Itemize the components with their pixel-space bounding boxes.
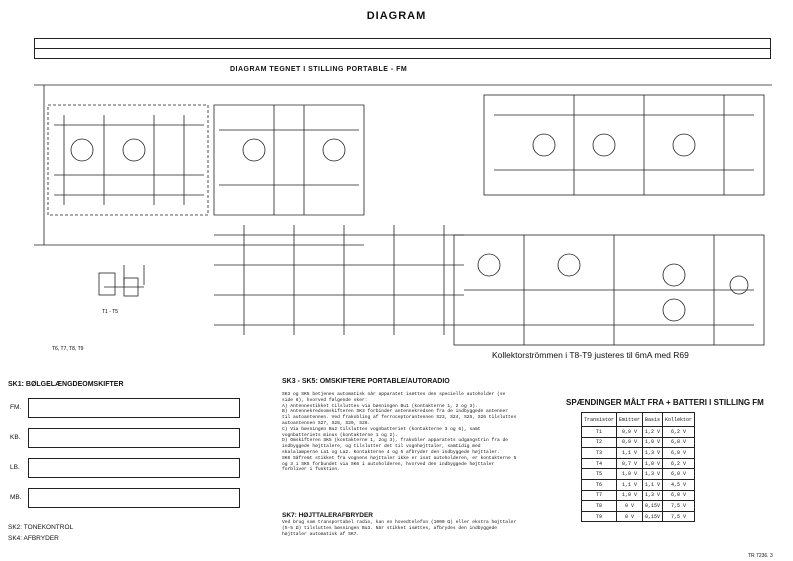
sk1-title: SK1: BØLGELÆNGDEOMSKIFTER xyxy=(8,381,124,388)
cell: 0,15V xyxy=(642,500,664,512)
band-label-kb: KB. xyxy=(10,434,21,441)
cell: 1,0 V xyxy=(642,436,664,449)
cell: 4,5 V xyxy=(662,478,696,491)
cell: T7 xyxy=(580,489,618,502)
schematic-title: DIAGRAM TEGNET I STILLING PORTABLE - FM xyxy=(230,66,408,73)
cell: T5 xyxy=(580,468,618,480)
cell: 6,2 V xyxy=(662,426,696,438)
cell: T9 xyxy=(580,510,618,523)
band-switch-fm xyxy=(28,398,240,418)
cell: T1 xyxy=(580,426,618,438)
cell: T6 xyxy=(580,478,618,491)
band-label-lb: LB. xyxy=(10,464,20,471)
circuit-schematic: T1 - T5 T6, T7, T8, T9 xyxy=(34,84,772,352)
sk7-description: Ved brug som transportabel radio, kan en… xyxy=(282,520,517,537)
band-switch-lb xyxy=(28,458,240,478)
band-label-fm: FM. xyxy=(10,404,22,411)
collector-current-note: Kollektorströmmen i T8-T9 justeres til 6… xyxy=(492,350,689,360)
header-emitter: Emitter xyxy=(616,412,644,427)
cell: T8 xyxy=(580,500,618,512)
cell: 6,2 V xyxy=(662,457,696,470)
sk4-label: SK4: AFBRYDER xyxy=(8,535,59,542)
cell: 0 V xyxy=(616,500,644,512)
sk7-title: SK7: HØJTTALERAFBRYDER xyxy=(282,512,374,519)
transistor-group-label-1: T1 - T5 xyxy=(102,309,118,315)
header-kollektor: Kollektor xyxy=(662,412,696,427)
cell: T3 xyxy=(580,447,618,459)
transistor-group-label-2: T6, T7, T8, T9 xyxy=(52,346,84,352)
cell: 7,5 V xyxy=(662,510,696,523)
cell: 1,1 V xyxy=(616,447,644,459)
component-position-strip xyxy=(34,38,771,59)
cell: 1,3 V xyxy=(642,447,664,459)
cell: 1,3 V xyxy=(642,489,664,502)
cell: 1,3 V xyxy=(642,468,664,480)
transistor-t1 xyxy=(70,138,94,162)
transistor-t2 xyxy=(122,138,146,162)
cell: 0,9 V xyxy=(616,426,644,438)
cell: 6,8 V xyxy=(662,436,696,449)
sk3-description: SK3 og SK5 betjenes automatisk når appar… xyxy=(282,392,517,473)
cell: T2 xyxy=(580,436,618,449)
cell: 0 V xyxy=(616,510,644,523)
strip-divider xyxy=(35,48,770,49)
band-switch-mb xyxy=(28,488,240,508)
header-transistor: Transistor xyxy=(580,412,618,427)
sk2-label: SK2: TONEKONTROL xyxy=(8,524,74,531)
cell: 1,0 V xyxy=(642,457,664,470)
cell: 1,1 V xyxy=(642,478,664,491)
band-switch-kb xyxy=(28,428,240,448)
document-code: TR 7236. 3 xyxy=(748,553,773,559)
cell: 1,1 V xyxy=(616,478,644,491)
table-header-row: Transistor Emitter Basis Kollektor xyxy=(580,412,696,427)
band-label-mb: MB. xyxy=(10,494,22,501)
cell: 7,5 V xyxy=(662,500,696,512)
cell: 0,15V xyxy=(642,510,664,523)
cell: 6,0 V xyxy=(662,468,696,480)
diagram-title: DIAGRAM xyxy=(366,10,427,22)
sk3-title: SK3 - SK5: OMSKIFTERE PORTABLE/AUTORADIO xyxy=(282,378,450,385)
cell: 6,0 V xyxy=(662,489,696,502)
cell: 0,9 V xyxy=(616,436,644,449)
cell: 1,2 V xyxy=(642,426,664,438)
voltage-table-title: SPÆNDINGER MÅLT FRA + BATTERI I STILLING… xyxy=(566,398,764,407)
cell: T4 xyxy=(580,457,618,470)
cell: 1,0 V xyxy=(616,468,644,480)
cell: 6,0 V xyxy=(662,447,696,459)
cell: 1,0 V xyxy=(616,489,644,502)
header-basis: Basis xyxy=(642,412,664,427)
cell: 0,7 V xyxy=(616,457,644,470)
